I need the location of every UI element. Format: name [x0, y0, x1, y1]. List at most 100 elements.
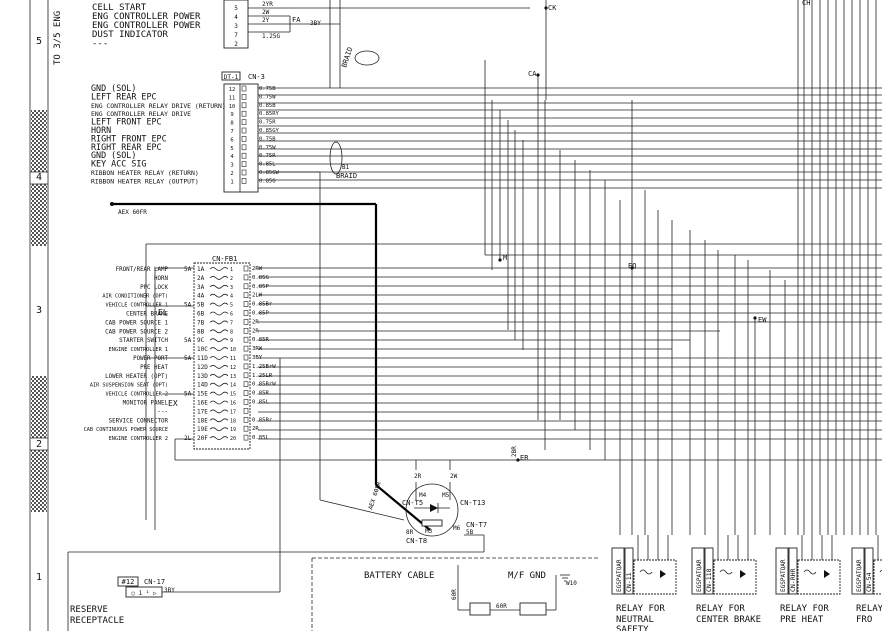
cn3-braid-id: B1	[342, 164, 350, 171]
fb-label: ---	[158, 409, 168, 415]
cn3-pin: 9	[230, 112, 233, 118]
fuse-symbol	[209, 302, 229, 307]
fb-label: ENGINE CONTROLLER 1	[109, 347, 168, 353]
top-line-5: ---	[92, 39, 108, 49]
fb-fuse-id: 3	[230, 285, 233, 291]
fb-amp: 5A	[184, 266, 192, 273]
fb-wire: 0.85Br	[252, 302, 273, 308]
fuse-symbol	[209, 382, 229, 387]
zone-3: 3	[36, 305, 42, 316]
cn3-pin: 8	[230, 121, 233, 127]
bat-m5: M5	[442, 492, 450, 499]
fb-wire: 2LW	[252, 293, 263, 299]
cn3-terminal	[241, 85, 247, 92]
cn17-title-2: RECEPTACLE	[70, 616, 124, 626]
fb-label: ENGINE CONTROLLER 2	[109, 436, 168, 442]
fb-fuse-id: 18	[230, 418, 236, 424]
cn3-label: RIBBON HEATER RELAY (RETURN)	[91, 169, 199, 177]
splice-ca: CA	[528, 70, 537, 78]
fb-label: CENTER BRAKE	[126, 312, 168, 318]
bat-w2r: 2W	[450, 473, 458, 480]
fuse-symbol	[209, 329, 229, 334]
fb-slot: 15E	[197, 391, 208, 398]
fb-fuse-id: 11	[230, 356, 236, 362]
fb-terminal	[243, 416, 249, 423]
fb-label: HORN	[154, 276, 168, 282]
cn3-label: HORN	[91, 125, 111, 135]
ruler-hatch-4	[31, 450, 47, 512]
fb-terminal	[243, 434, 249, 441]
cnfb1-name: CN-FB1	[212, 255, 237, 263]
cn3-wire: 0.75B	[259, 86, 276, 92]
fuse-symbol	[209, 267, 229, 271]
fb-label: STARTER SWITCH	[119, 338, 168, 344]
fb-slot: 18E	[197, 417, 208, 424]
fb-wire: 0.85G	[252, 275, 269, 281]
cn3-label: RIGHT REAR EPC	[91, 142, 162, 152]
top-pin-1: 5	[234, 5, 238, 12]
fb-label: CAB CONTINUOUS POWER SOURCE	[84, 427, 168, 433]
fb-label: SERVICE CONNECTOR	[109, 418, 169, 424]
top-braid: BRAID	[340, 46, 354, 69]
battery-cable-label: BATTERY CABLE	[364, 571, 434, 581]
cn3-tag-box	[221, 71, 241, 81]
bat-cnt5: CN-T5	[402, 499, 423, 507]
fb-terminal	[243, 390, 249, 396]
bat-60r-1: 60R	[451, 589, 458, 600]
relay-diode	[660, 570, 666, 578]
fb-wire: 0.85R	[252, 337, 269, 343]
fuse-symbol	[209, 338, 229, 343]
relay-coil	[639, 569, 653, 575]
cn3-wire: 0.85G	[259, 178, 276, 184]
fb-slot: 9C	[197, 337, 205, 344]
bat-8r: 8R	[406, 529, 414, 536]
fb-fuse-id: 12	[230, 365, 236, 371]
zone-4: 4	[36, 172, 42, 183]
splice-m: M	[503, 254, 507, 262]
bus-lines	[145, 0, 882, 535]
cn3-pin: 11	[229, 95, 236, 101]
fb-wire: 3BY	[252, 355, 263, 361]
cn3-pin: 6	[230, 137, 233, 143]
cn17-title-1: RESERVE	[70, 605, 108, 615]
bat-5b: 5B	[466, 529, 474, 536]
cn3-label: ENG CONTROLLER RELAY DRIVE (RETURN)	[91, 102, 226, 110]
relay-body	[873, 559, 882, 595]
cn3-wire: 0.85L	[259, 162, 276, 168]
relay-title-2: FRO	[856, 615, 872, 625]
top-wire-1: 2YR	[262, 1, 273, 8]
fb-label: CAB POWER SOURCE 1	[105, 320, 168, 326]
fb-slot: 8B	[197, 328, 205, 335]
relay-title-1: RELAY FOR	[696, 604, 745, 614]
fb-slot: 5B	[197, 302, 205, 309]
fb-amp: 5A	[184, 302, 192, 309]
relay-id: CN-118	[705, 568, 713, 592]
relay-diode	[740, 570, 746, 578]
relay-code: EGSPATQAR	[856, 559, 863, 592]
fb-fuse-id: 17	[230, 409, 236, 415]
top-pin-5: 2	[234, 41, 238, 48]
cn3-name: CN-3	[248, 73, 265, 81]
battery-relay-circle	[405, 483, 459, 537]
cn3-braid: BRAID	[336, 172, 357, 180]
fb-terminal	[243, 336, 249, 343]
fb-terminal	[243, 274, 249, 281]
top-pin-4: 7	[234, 32, 238, 39]
top-wire-3: 2Y	[262, 17, 270, 24]
fb-wire: 2R	[252, 426, 259, 432]
side-label: TO 3/5 ENG	[53, 11, 63, 65]
fb-wire: 0.85L	[252, 435, 269, 441]
fb-terminal	[243, 301, 249, 307]
fb-terminal	[243, 319, 249, 325]
ruler-hatch-1	[31, 110, 47, 172]
fb-terminal	[243, 283, 249, 290]
relay-body	[633, 559, 677, 595]
bat-w2l: 2R	[414, 473, 422, 480]
fuse-symbol	[209, 373, 229, 378]
fb-fuse-id: 4	[230, 294, 233, 300]
relay-title-1: RELAY FOR	[616, 604, 665, 614]
fuse-symbol	[209, 311, 229, 316]
